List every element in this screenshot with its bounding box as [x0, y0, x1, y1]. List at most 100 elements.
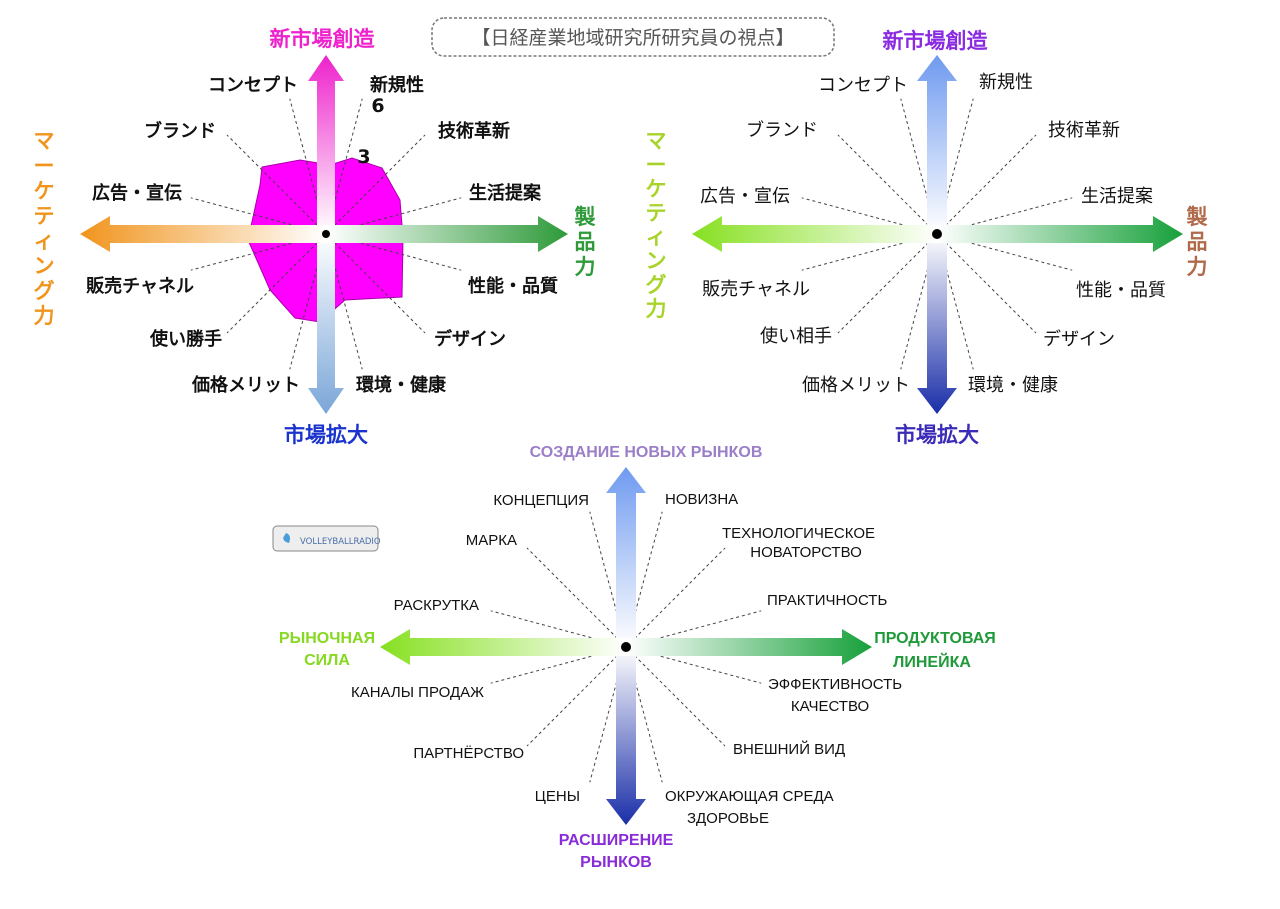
radar-spoke: [289, 233, 327, 370]
axis-title-left-char: ン: [34, 254, 55, 278]
arrow-left-marketing: [80, 216, 326, 252]
spoke-label: 価格メリット: [802, 375, 910, 396]
axis-title-right-char: 品: [1187, 230, 1208, 254]
caption-box: 【日経産業地域研究所研究員の視点】: [431, 17, 835, 57]
axis-title-left-char: ケ: [34, 179, 55, 203]
spoke-label: РАСКРУТКА: [394, 597, 479, 614]
spoke-label: 技術革新: [438, 120, 510, 142]
spoke-label: КОНЦЕПЦИЯ: [493, 492, 589, 509]
radar-spoke: [325, 134, 426, 235]
spoke-label: 広告・宣伝: [92, 182, 182, 204]
radar-spoke: [936, 233, 1037, 334]
radar-spoke: [325, 98, 363, 235]
radar-spoke: [325, 233, 363, 370]
radar-spoke: [625, 646, 663, 783]
arrow-up-new-market: [308, 55, 344, 234]
spoke-label: 環境・健康: [968, 375, 1058, 396]
spoke-label: 生活提案: [469, 182, 542, 204]
badge[interactable]: VOLLEYBALLRADIO: [272, 525, 381, 552]
spoke-label: ブランド: [746, 119, 818, 141]
axis-title-bottom: РЫНКОВ: [580, 854, 652, 871]
arrow-up-new-market: [917, 55, 957, 234]
axis-title-right-char: 品: [575, 230, 596, 254]
spoke-label: 使い相手: [760, 326, 832, 347]
spoke-label: ТЕХНОЛОГИЧЕСКОЕ: [722, 525, 875, 542]
tick-label: 6: [371, 95, 384, 117]
radar-spoke: [490, 610, 627, 648]
axis-title-left-char: グ: [646, 273, 667, 297]
spoke-label: ЭФФЕКТИВНОСТЬ: [768, 676, 902, 693]
radar-spoke: [625, 646, 762, 684]
spoke-label: 価格メリット: [191, 374, 300, 396]
spoke-label: 新規性: [370, 74, 424, 96]
axis-title-left-char: 力: [646, 297, 667, 321]
spoke-label: МАРКА: [466, 532, 517, 549]
radar-diagram-japanese-alt: 新市場創造市場拡大マーケティング力製品力新規性技術革新生活提案性能・品質デザイン…: [646, 29, 1208, 447]
axis-title-top: СОЗДАНИЕ НОВЫХ РЫНКОВ: [530, 444, 763, 461]
radar-spoke: [226, 233, 327, 334]
arrow-right-product: [937, 216, 1183, 252]
axis-title-right: ЛИНЕЙКА: [893, 652, 971, 671]
axis-title-left-char: マ: [34, 129, 55, 153]
spoke-label: ブランド: [144, 120, 216, 142]
radar-spoke: [325, 233, 462, 271]
axis-title-left-char: ケ: [646, 177, 667, 201]
radar-spoke: [837, 233, 938, 334]
center-dot: [322, 230, 330, 238]
spoke-label: デザイン: [1043, 329, 1115, 350]
radar-spoke: [526, 547, 627, 648]
radar-diagram-japanese: 63新市場創造市場拡大マーケティング力製品力新規性技術革新生活提案性能・品質デザ…: [34, 27, 596, 447]
axis-title-right-char: 製: [1186, 205, 1208, 229]
spoke-label: 販売チャネル: [86, 275, 194, 297]
axis-title-left-char: ィ: [646, 225, 667, 249]
axis-title-left-char: 力: [34, 304, 55, 328]
axis-title-right: ПРОДУКТОВАЯ: [874, 630, 996, 647]
arrow-down-market-expansion: [308, 234, 344, 414]
radar-spoke: [936, 233, 1073, 271]
radar-spoke: [801, 233, 938, 271]
spoke-label: ЦЕНЫ: [535, 788, 580, 805]
spoke-label: НОВИЗНА: [665, 491, 738, 508]
spoke-label: 環境・健康: [356, 374, 447, 396]
center-dot: [932, 229, 942, 239]
spoke-label: 新規性: [979, 72, 1033, 93]
radar-spoke: [936, 98, 974, 235]
spoke-label: ВНЕШНИЙ ВИД: [733, 740, 845, 758]
spoke-label: コンセプト: [208, 74, 298, 96]
radar-spoke: [589, 511, 627, 648]
radar-spoke: [289, 98, 327, 235]
axis-title-left-char: グ: [34, 279, 55, 303]
axis-title-left-char: テ: [646, 201, 667, 225]
radar-spoke: [325, 197, 462, 235]
radar-spoke: [625, 511, 663, 648]
axis-title-left-char: ィ: [34, 229, 55, 253]
radar-spoke: [226, 134, 327, 235]
axis-title-left-char: ン: [646, 249, 667, 273]
spoke-label: ОКРУЖАЮЩАЯ СРЕДА: [665, 788, 834, 805]
axis-title-right-char: 製: [574, 205, 596, 229]
spoke-label: コンセプト: [818, 75, 908, 96]
arrow-down-market-expansion: [606, 647, 646, 825]
axis-title-left-char: ー: [646, 153, 667, 177]
radar-spoke: [325, 233, 426, 334]
spoke-label: ЗДОРОВЬЕ: [687, 810, 769, 827]
spoke-label: 販売チャネル: [702, 279, 810, 300]
badge-text: VOLLEYBALLRADIO: [300, 537, 381, 547]
axis-title-left-char: テ: [34, 204, 55, 228]
arrow-up-new-markets: [606, 467, 646, 647]
spoke-label: 技術革新: [1048, 120, 1120, 141]
axis-title-right-char: 力: [1187, 255, 1208, 279]
radar-spoke: [190, 233, 327, 271]
axis-title-bottom: РАСШИРЕНИЕ: [559, 832, 674, 849]
caption-text: 【日経産業地域研究所研究員の視点】: [471, 27, 794, 49]
spoke-label: 性能・品質: [468, 275, 558, 297]
axis-title-top: 新市場創造: [270, 27, 376, 51]
axis-title-top: 新市場創造: [883, 29, 989, 53]
radar-spoke: [625, 610, 762, 648]
tick-label: 3: [357, 146, 370, 168]
radar-spoke: [936, 197, 1073, 235]
center-dot: [621, 642, 631, 652]
radar-spoke: [625, 547, 726, 648]
axis-title-bottom: 市場拡大: [284, 423, 368, 447]
